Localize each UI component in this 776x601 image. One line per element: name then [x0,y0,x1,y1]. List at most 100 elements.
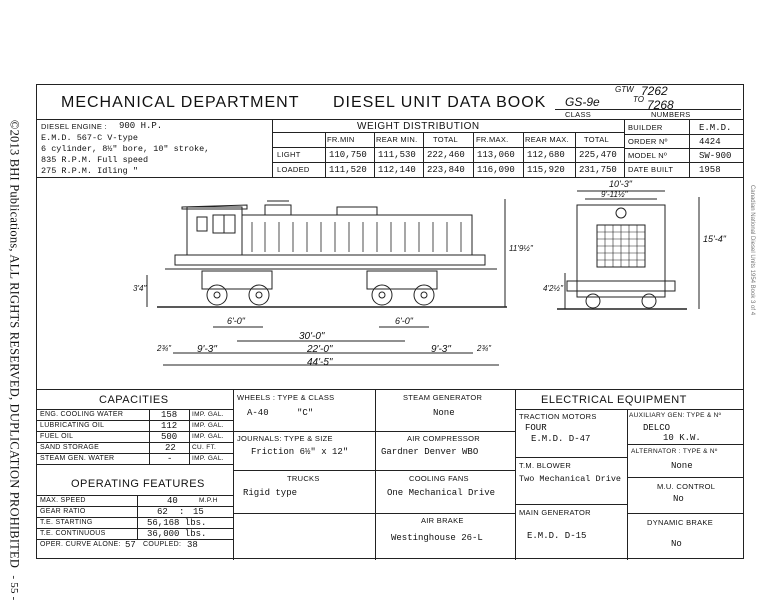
class-value: GS-9e [565,95,600,109]
aux-make: DELCO [643,423,671,433]
builder-value: E.M.D. [699,123,732,133]
cap-sand-unit: CU. FT. [192,444,217,451]
loaded-rear-max: 115,920 [527,165,565,175]
gear-a: 62 [157,507,168,517]
te-cont-label: T.E. CONTINUOUS [40,530,106,537]
electrical-title: ELECTRICAL EQUIPMENT [541,394,687,406]
dim-4-2: 4'2½" [543,284,563,293]
cap-fuel-unit: IMP. GAL. [192,433,224,440]
dim-44-5: 44'-5" [307,357,333,368]
aux-value: 10 K.W. [663,433,701,443]
dim-15-4: 15'-4" [703,234,726,244]
numbers-gtw: GTW [615,85,634,94]
model-value: SW-900 [699,151,732,161]
data-sheet: MECHANICAL DEPARTMENT DIESEL UNIT DATA B… [36,84,744,560]
right-note: Canadian National Diesel Units 1954 Book… [749,184,755,316]
light-total-max: 225,470 [579,150,617,160]
aux-label: AUXILIARY GEN: TYPE & Nº [629,412,722,419]
air-comp-label: AIR COMPRESSOR [407,434,480,443]
dim-9-11: 9'-11½" [601,190,628,199]
cooling-fans-value: One Mechanical Drive [387,488,496,498]
gear-label: GEAR RATIO [40,508,86,515]
dim-11-9: 11'9½" [509,244,533,253]
loaded-fr-max: 116,090 [477,165,515,175]
light-total-min: 222,460 [427,150,465,160]
copyright-strip: ©2013 BHI Publications, ALL RIGHTS RESER… [2,88,26,601]
cap-sand-label: SAND STORAGE [40,444,100,451]
book-title: DIESEL UNIT DATA BOOK [333,94,547,111]
col-total-max: TOTAL [584,135,609,144]
light-fr-max: 113,060 [477,150,515,160]
oper-curve-label: OPER. CURVE ALONE: [40,541,121,548]
dim-3-4: 3'4" [133,284,147,293]
gear-b: 15 [193,507,204,517]
numbers-to: 7268 [647,98,674,112]
mu-value: No [673,494,684,504]
max-speed-unit: M.P.H [199,497,218,504]
cap-fuel-label: FUEL OIL [40,433,74,440]
dim-2-right: 2¾" [477,344,491,353]
dyn-value: No [671,539,682,549]
dim-6-0-right: 6'-0" [395,316,413,326]
row-light-label: LIGHT [277,150,301,159]
light-rear-min: 111,530 [378,150,416,160]
locomotive-drawing [146,190,700,366]
right-note-strip: Canadian National Diesel Units 1954 Book… [745,180,759,320]
wheels-class: "C" [297,408,314,418]
tm-blower-label: T.M. BLOWER [519,461,572,470]
alternator-value: None [671,461,693,471]
traction-count: FOUR [525,423,547,433]
wheels-type: A-40 [247,408,269,418]
engine-line2: 6 cylinder, 8½" bore, 10" stroke, [41,144,210,154]
cap-lube-label: LUBRICATING OIL [40,422,105,429]
cap-fuel-value: 500 [161,432,178,442]
cap-cooling-unit: IMP. GAL. [192,411,224,418]
date-built-label: DATE BUILT [628,165,674,174]
engine-line1: E.M.D. 567-C V-type [41,133,138,143]
wheels-label: WHEELS : TYPE & CLASS [237,393,335,402]
cap-steam-value: - [167,454,173,464]
numbers-label: NUMBERS [651,110,691,119]
gear-colon: : [179,507,185,517]
light-fr-min: 110,750 [329,150,367,160]
col-total-min: TOTAL [433,135,458,144]
dim-6-0-left: 6'-0" [227,316,245,326]
light-rear-max: 112,680 [527,150,565,160]
operating-title: OPERATING FEATURES [71,478,205,490]
dim-30-0: 30'-0" [299,331,325,342]
loaded-total-max: 231,750 [579,165,617,175]
col-rear-min: REAR MIN. [376,135,418,144]
engine-line4: 275 R.P.M. Idling " [41,166,138,176]
trucks-label: TRUCKS [287,474,320,483]
dim-9-3-left: 9'-3" [197,344,217,355]
max-speed-label: MAX. SPEED [40,497,86,504]
oper-curve-value: 57 [125,540,136,550]
engine-line3: 835 R.P.M. Full speed [41,155,149,165]
dim-22-0: 22'-0" [307,344,333,355]
te-start-label: T.E. STARTING [40,519,93,526]
capacities-title: CAPACITIES [99,394,169,406]
mu-label: M.U. CONTROL [657,482,716,491]
te-cont-value: 36,000 lbs. [147,529,207,539]
dim-2-left: 2¾" [157,344,171,353]
te-start-value: 56,168 lbs. [147,518,207,528]
loaded-rear-min: 112,140 [378,165,416,175]
weight-title: WEIGHT DISTRIBUTION [357,121,480,132]
copyright-text: ©2013 BHI Publications, ALL RIGHTS RESER… [7,119,22,569]
row-loaded-label: LOADED [277,165,310,174]
main-gen-label: MAIN GENERATOR [519,508,591,517]
cap-lube-value: 112 [161,421,178,431]
engine-label: DIESEL ENGINE : [41,122,107,131]
cap-cooling-label: ENG. COOLING WATER [40,411,124,418]
dim-9-3-right: 9'-3" [431,344,451,355]
loaded-total-min: 223,840 [427,165,465,175]
air-brake-value: Westinghouse 26-L [391,533,483,543]
air-brake-label: AIR BRAKE [421,516,464,525]
journals-value: Friction 6½" x 12" [251,447,349,457]
loaded-fr-min: 111,520 [329,165,367,175]
class-label: CLASS [565,110,592,119]
cap-steam-unit: IMP. GAL. [192,455,224,462]
order-value: 4424 [699,137,721,147]
cap-sand-value: 22 [165,443,176,453]
dim-10-3: 10'-3" [609,179,632,189]
